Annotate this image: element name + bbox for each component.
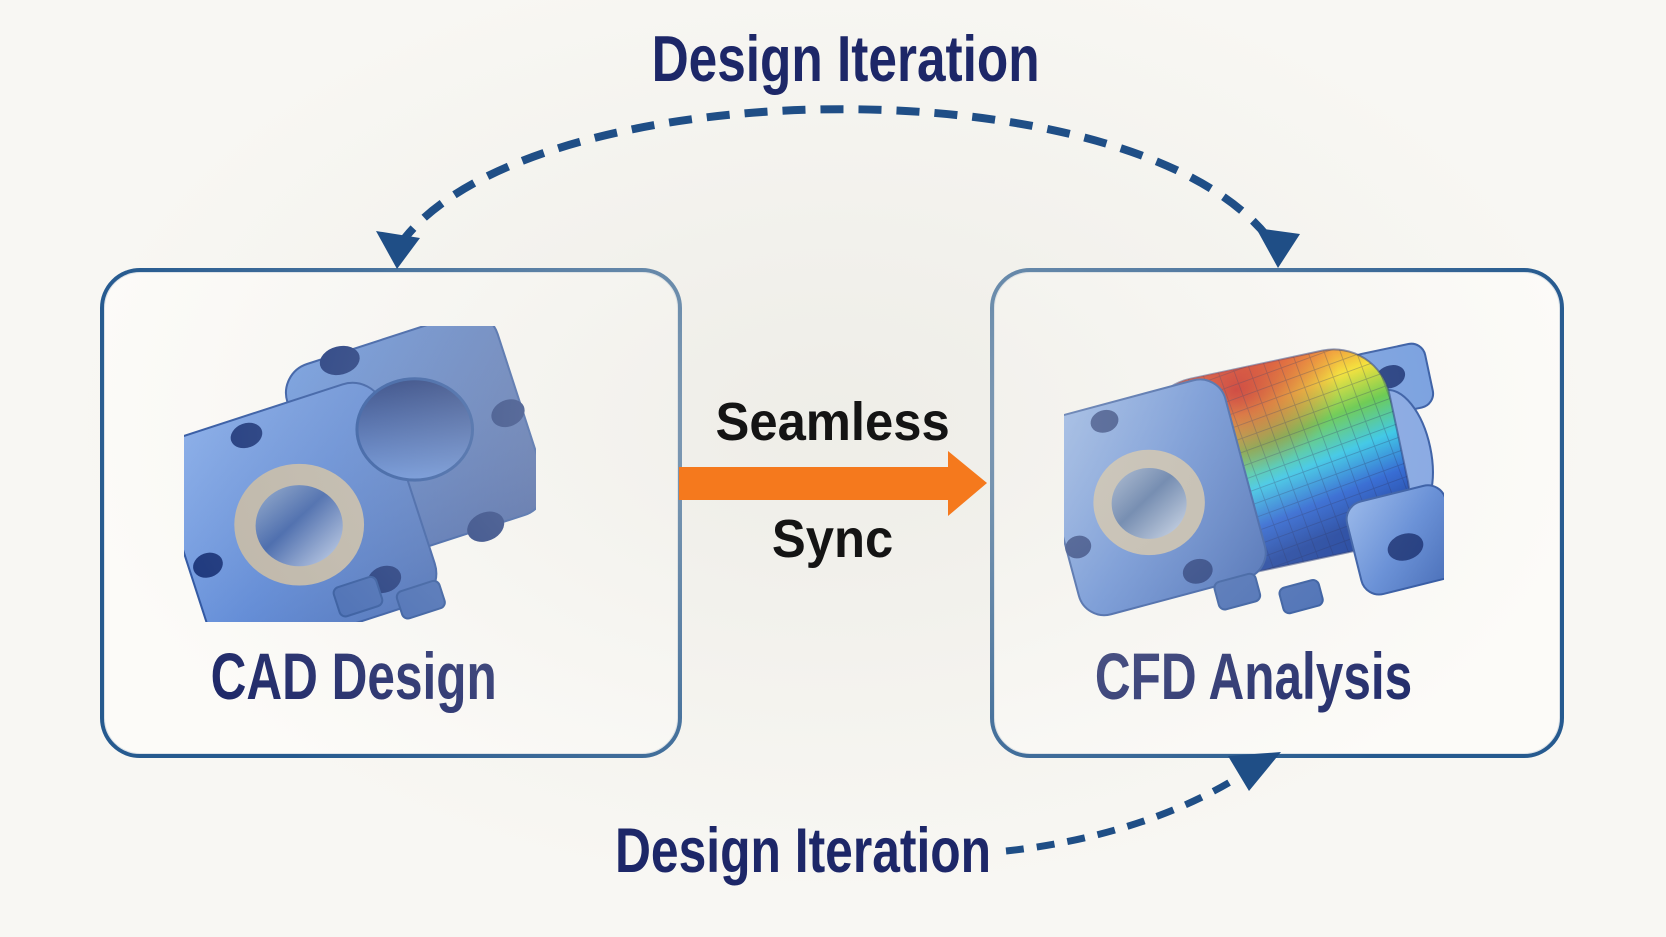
design-iteration-top-arrow <box>376 105 1300 269</box>
seamless-text: Seamless <box>715 392 951 452</box>
seamless-sync-arrow <box>679 451 987 516</box>
cfd-box-label: CFD Analysis <box>994 643 1514 709</box>
cfd-analysis-box: CFD Analysis <box>990 268 1564 758</box>
design-iteration-top-text: Design Iteration <box>651 22 1041 95</box>
cfd-part-illustration <box>1064 342 1444 617</box>
cad-part-illustration <box>184 326 536 622</box>
sync-text: Sync <box>772 509 894 569</box>
cad-design-box: CAD Design <box>100 268 682 758</box>
seamless-label: Seamless <box>678 395 988 449</box>
design-iteration-bottom-text: Design Iteration <box>614 816 992 886</box>
arrowhead-top-left <box>376 231 420 269</box>
cad-box-label-text: CAD Design <box>210 639 498 713</box>
cad-box-label: CAD Design <box>104 643 604 709</box>
sync-label: Sync <box>678 512 988 566</box>
cfd-box-label-text: CFD Analysis <box>1095 639 1413 713</box>
design-iteration-bottom-label: Design Iteration <box>0 820 1606 883</box>
arrowhead-top-right <box>1256 228 1300 268</box>
design-iteration-top-label: Design Iteration <box>0 26 1666 91</box>
